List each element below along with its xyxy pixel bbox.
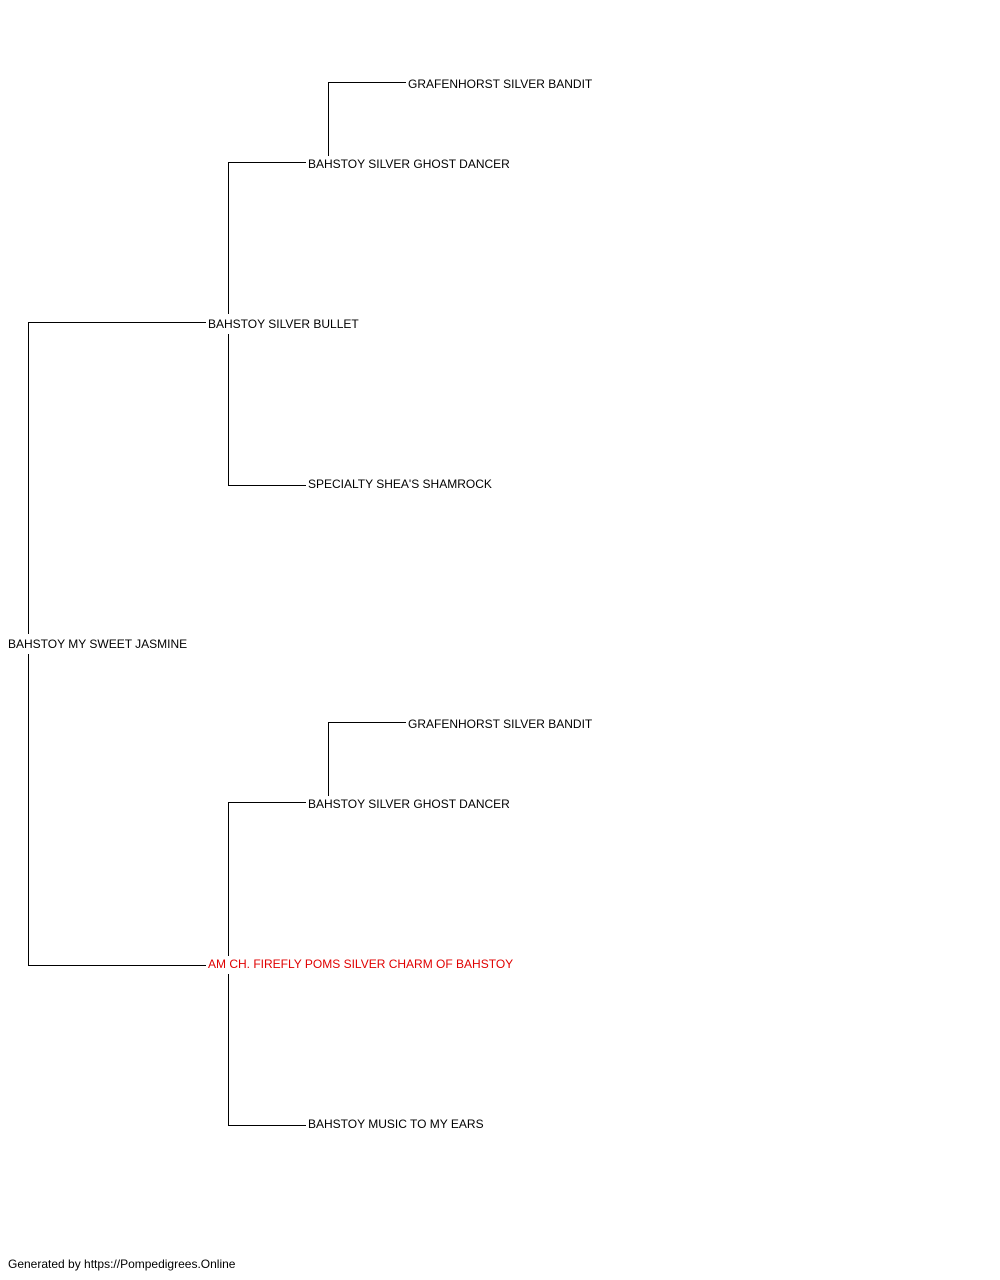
connector-sire-sire xyxy=(228,162,306,314)
dam-sire-name: BAHSTOY SILVER GHOST DANCER xyxy=(308,797,510,811)
connector-subject-dam xyxy=(28,654,206,966)
sire-name: BAHSTOY SILVER BULLET xyxy=(208,317,359,331)
connector-dam-sire xyxy=(228,802,306,956)
sire-dam-name: SPECIALTY SHEA'S SHAMROCK xyxy=(308,477,492,491)
footer-credit: Generated by https://Pompedigrees.Online xyxy=(8,1257,236,1271)
dam-sire-sire-name: GRAFENHORST SILVER BANDIT xyxy=(408,717,593,731)
subject-name: BAHSTOY MY SWEET JASMINE xyxy=(8,637,188,651)
connector-sire-dam xyxy=(228,334,306,486)
connector-subject-sire xyxy=(28,322,206,634)
sire-sire-name: BAHSTOY SILVER GHOST DANCER xyxy=(308,157,510,171)
connector-dam-sire-sire xyxy=(328,722,406,796)
sire-sire-sire-name: GRAFENHORST SILVER BANDIT xyxy=(408,77,593,91)
dam-dam-name: BAHSTOY MUSIC TO MY EARS xyxy=(308,1117,484,1131)
connector-sire-sire-sire xyxy=(328,82,406,156)
connector-dam-dam xyxy=(228,974,306,1126)
dam-name: AM CH. FIREFLY POMS SILVER CHARM OF BAHS… xyxy=(208,957,514,971)
